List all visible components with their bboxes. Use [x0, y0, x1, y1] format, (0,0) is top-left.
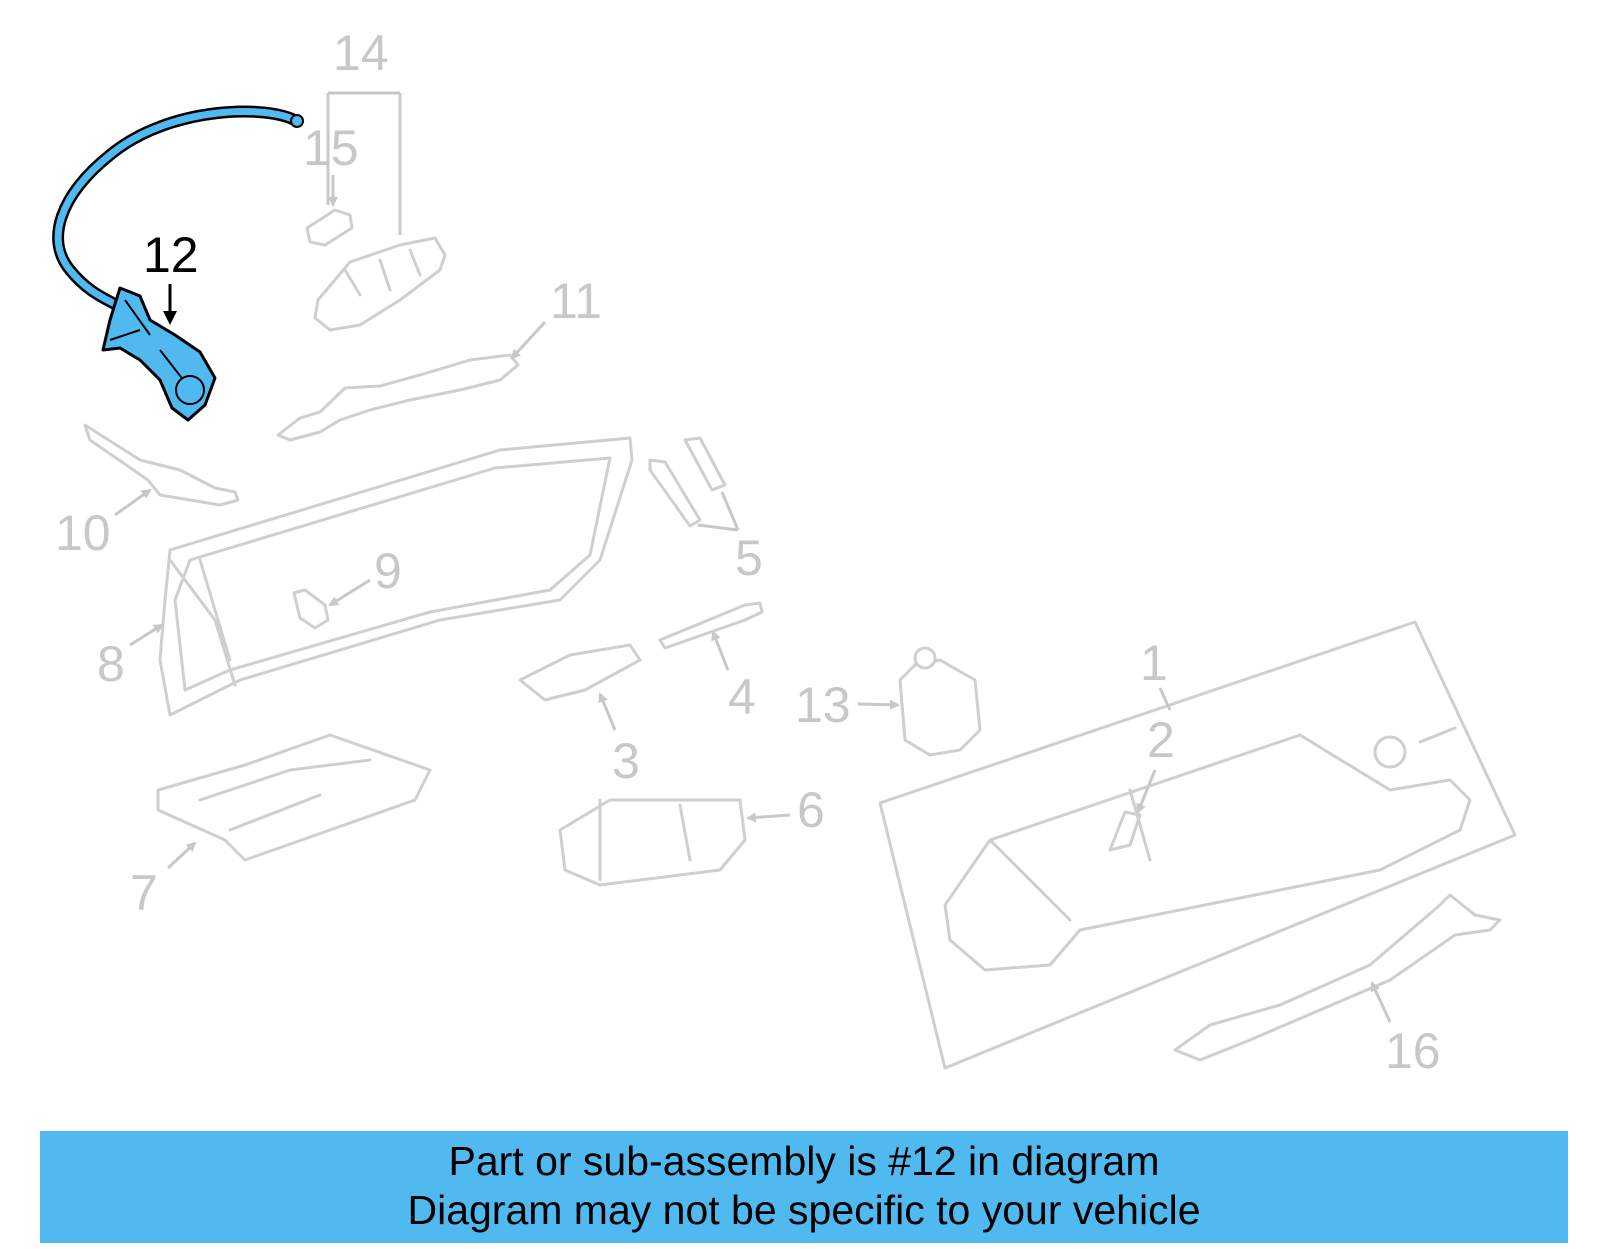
callout-7: 7: [130, 865, 158, 921]
callout-16: 16: [1385, 1023, 1441, 1079]
callout-5: 5: [735, 530, 763, 586]
caption-banner: Part or sub-assembly is #12 in diagram D…: [40, 1131, 1568, 1243]
callout-3: 3: [612, 733, 640, 789]
part-12-glove-box-release-cable[interactable]: [52, 105, 304, 422]
callout-6: 6: [797, 782, 825, 838]
caption-line-2: Diagram may not be specific to your vehi…: [407, 1187, 1201, 1233]
part-2-latch[interactable]: [1108, 810, 1142, 852]
callout-2: 2: [1147, 712, 1175, 768]
part-16-bracket[interactable]: [1173, 893, 1502, 1062]
callout-14: 14: [333, 25, 389, 81]
callout-9: 9: [374, 543, 402, 599]
callout-13: 13: [795, 677, 851, 733]
callout-15: 15: [303, 120, 359, 176]
callout-1: 1: [1140, 635, 1168, 691]
callout-labels: 14 15 12 11 10 9 5 8 4 1 13 2 3 6 7 16: [55, 25, 1441, 1079]
caption-line-1: Part or sub-assembly is #12 in diagram: [448, 1138, 1160, 1184]
part-4-rod[interactable]: [658, 601, 764, 650]
callout-12: 12: [143, 227, 199, 283]
part-6-housing[interactable]: [558, 798, 747, 887]
part-10-damper-arm[interactable]: [83, 423, 240, 507]
part-1-glove-box-assembly[interactable]: [878, 620, 1517, 1070]
part-3-damper[interactable]: [518, 643, 642, 702]
part-9-bumper[interactable]: [292, 588, 330, 630]
part-14-latch[interactable]: [313, 236, 447, 332]
part-15-bulb[interactable]: [305, 208, 354, 247]
part-8-glove-box-door[interactable]: [158, 436, 634, 717]
part-5-striker[interactable]: [648, 436, 727, 528]
callout-4: 4: [728, 669, 756, 725]
part-13-lamp[interactable]: [898, 646, 982, 757]
callout-10: 10: [55, 505, 111, 561]
leader-lines: [114, 91, 1392, 1023]
part-11-bracket[interactable]: [276, 353, 520, 442]
callout-11: 11: [550, 273, 602, 329]
callout-8: 8: [97, 636, 125, 692]
part-7-tray[interactable]: [156, 733, 432, 862]
